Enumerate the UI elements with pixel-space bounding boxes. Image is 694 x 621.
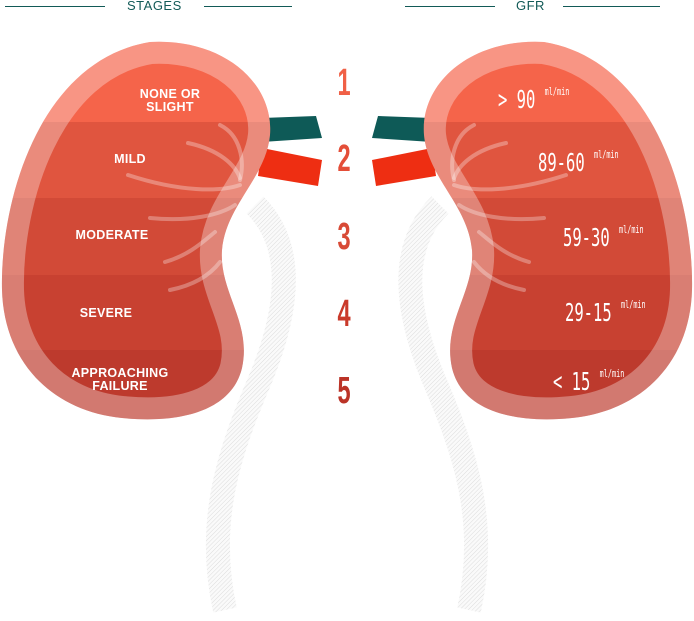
- header-rule: [204, 6, 292, 7]
- right-ureter: [398, 196, 489, 613]
- gfr-unit: ml/min: [621, 298, 646, 311]
- gfr-value-3: 59-30 ml/min: [563, 223, 644, 252]
- gfr-value-4: 29-15 ml/min: [565, 298, 646, 327]
- stage-label-3: MODERATE: [75, 228, 149, 242]
- gfr-unit: ml/min: [594, 148, 619, 161]
- gfr-unit: ml/min: [544, 85, 570, 98]
- gfr-number: 89-60: [538, 148, 585, 177]
- stage-number-2: 2: [337, 138, 351, 180]
- header-rule: [5, 6, 105, 7]
- gfr-number: < 15: [553, 367, 591, 396]
- gfr-value-5: < 15 ml/min: [553, 367, 624, 396]
- stage-number-1: 1: [337, 62, 351, 104]
- left-ureter: [205, 196, 296, 613]
- stage-number-4: 4: [337, 293, 351, 335]
- gfr-value-2: 89-60 ml/min: [538, 148, 619, 177]
- stage-label-5: APPROACHING FAILURE: [71, 366, 169, 393]
- right-vein: [372, 116, 432, 142]
- right-artery: [372, 148, 436, 186]
- stage-label-4: SEVERE: [79, 306, 133, 320]
- gfr-number: 29-15: [565, 298, 612, 327]
- left-vein: [262, 116, 322, 142]
- gfr-number: > 90: [498, 85, 536, 114]
- stage-label-2: MILD: [114, 152, 146, 166]
- header-rule: [405, 6, 495, 7]
- gfr-unit: ml/min: [619, 223, 644, 236]
- left-artery: [258, 148, 322, 186]
- stages-header: STAGES: [127, 0, 182, 13]
- header-rule: [563, 6, 660, 7]
- stage-number-5: 5: [337, 370, 351, 412]
- gfr-header: GFR: [516, 0, 545, 13]
- stage-label-1: NONE OR SLIGHT: [139, 87, 201, 114]
- gfr-value-1: > 90 ml/min: [498, 85, 569, 114]
- gfr-unit: ml/min: [599, 367, 625, 380]
- stage-number-3: 3: [337, 216, 351, 258]
- gfr-number: 59-30: [563, 223, 610, 252]
